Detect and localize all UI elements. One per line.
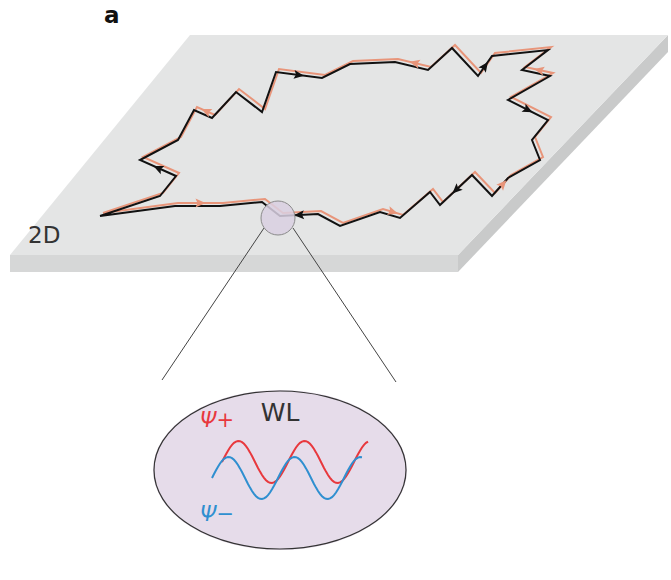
loop-arrowhead xyxy=(522,104,535,117)
loop-arrowhead xyxy=(200,105,213,117)
loop-arrowhead xyxy=(496,177,509,190)
black-loop xyxy=(100,48,550,226)
zoom-circle xyxy=(261,201,295,235)
ellipse-border xyxy=(154,391,406,549)
loop-arrowhead xyxy=(478,59,491,72)
loop-arrowhead xyxy=(293,70,304,80)
zoom-line xyxy=(293,228,396,382)
slab-top xyxy=(10,35,668,255)
zoom-line xyxy=(162,228,264,380)
loop-arrowhead xyxy=(387,206,399,217)
loop-arrowhead xyxy=(196,199,206,208)
panel-letter: a xyxy=(104,2,120,28)
dimension-label: 2D xyxy=(28,222,60,248)
loop-arrowhead xyxy=(152,162,165,174)
waves xyxy=(212,441,368,499)
orange-loop xyxy=(103,45,553,223)
zoom-ellipse: WL xyxy=(153,390,407,550)
region-label: WL xyxy=(153,398,407,427)
wave-label: Ψ+ xyxy=(200,408,234,432)
loop-paths xyxy=(100,45,553,226)
loop-arrowhead xyxy=(449,183,462,196)
zoom-fill xyxy=(153,390,407,550)
loop-arrowhead xyxy=(533,65,545,76)
psi-minus-wave xyxy=(212,457,362,499)
loop-arrowhead xyxy=(409,57,421,68)
slab-front xyxy=(10,255,458,272)
wave-label: Ψ− xyxy=(200,502,234,526)
